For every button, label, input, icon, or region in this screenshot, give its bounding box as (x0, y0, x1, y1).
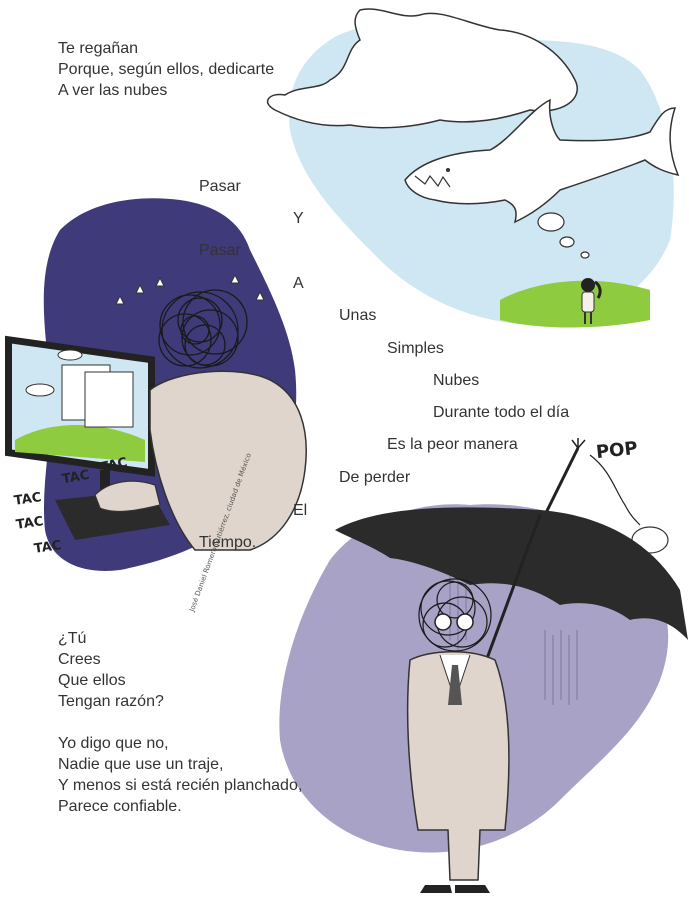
umbrella-scene (279, 438, 688, 893)
cascade-word: Unas (339, 307, 377, 324)
poem-line: Crees (58, 651, 101, 668)
cascade-word: De perder (339, 469, 411, 486)
poem-line: Porque, según ellos, dedicarte (58, 61, 275, 78)
cascade-word: Tiempo. (199, 534, 257, 551)
cascade-word: Pasar (199, 178, 241, 195)
poem-line: Parece confiable. (58, 798, 182, 815)
poem-line: A ver las nubes (58, 82, 168, 99)
cascade-word: Nubes (433, 372, 480, 389)
cascade-word: Simples (387, 340, 444, 357)
scribble-head (158, 289, 248, 369)
cascade-word: Y (293, 210, 304, 227)
poem-line: Tengan razón? (58, 693, 164, 710)
person-back (149, 370, 307, 551)
umbrella (335, 507, 688, 640)
cascade-word: El (293, 502, 308, 519)
big-cloud (266, 8, 578, 129)
poem-line: ¿Tú (58, 630, 87, 647)
poem-line: Y menos si está recién planchado, (58, 777, 303, 794)
answer-stanza: Yo digo que no, Nadie que use un traje, … (58, 733, 302, 817)
grass-hill (500, 280, 650, 328)
question-stanza: ¿Tú Crees Que ellos Tengan razón? (58, 628, 164, 712)
shark-cloud (404, 98, 680, 224)
poem-line: Nadie que use un traje, (58, 756, 224, 773)
pop-sound: POP (595, 437, 639, 464)
poem-line: Te regañan (58, 40, 139, 57)
intro-stanza: Te regañan Porque, según ellos, dedicart… (58, 38, 274, 101)
cascade-word: Durante todo el día (433, 404, 570, 421)
cascade-word: Es la peor manera (387, 436, 518, 453)
poem-line: Yo digo que no, (58, 735, 169, 752)
computer-scene (5, 198, 307, 571)
sky-scene (266, 8, 680, 328)
girl-figure (581, 278, 602, 324)
poem-line: Que ellos (58, 672, 126, 689)
cascade-word: Pasar (199, 242, 241, 259)
cascade-word: A (293, 275, 304, 292)
man-suit (406, 651, 510, 881)
